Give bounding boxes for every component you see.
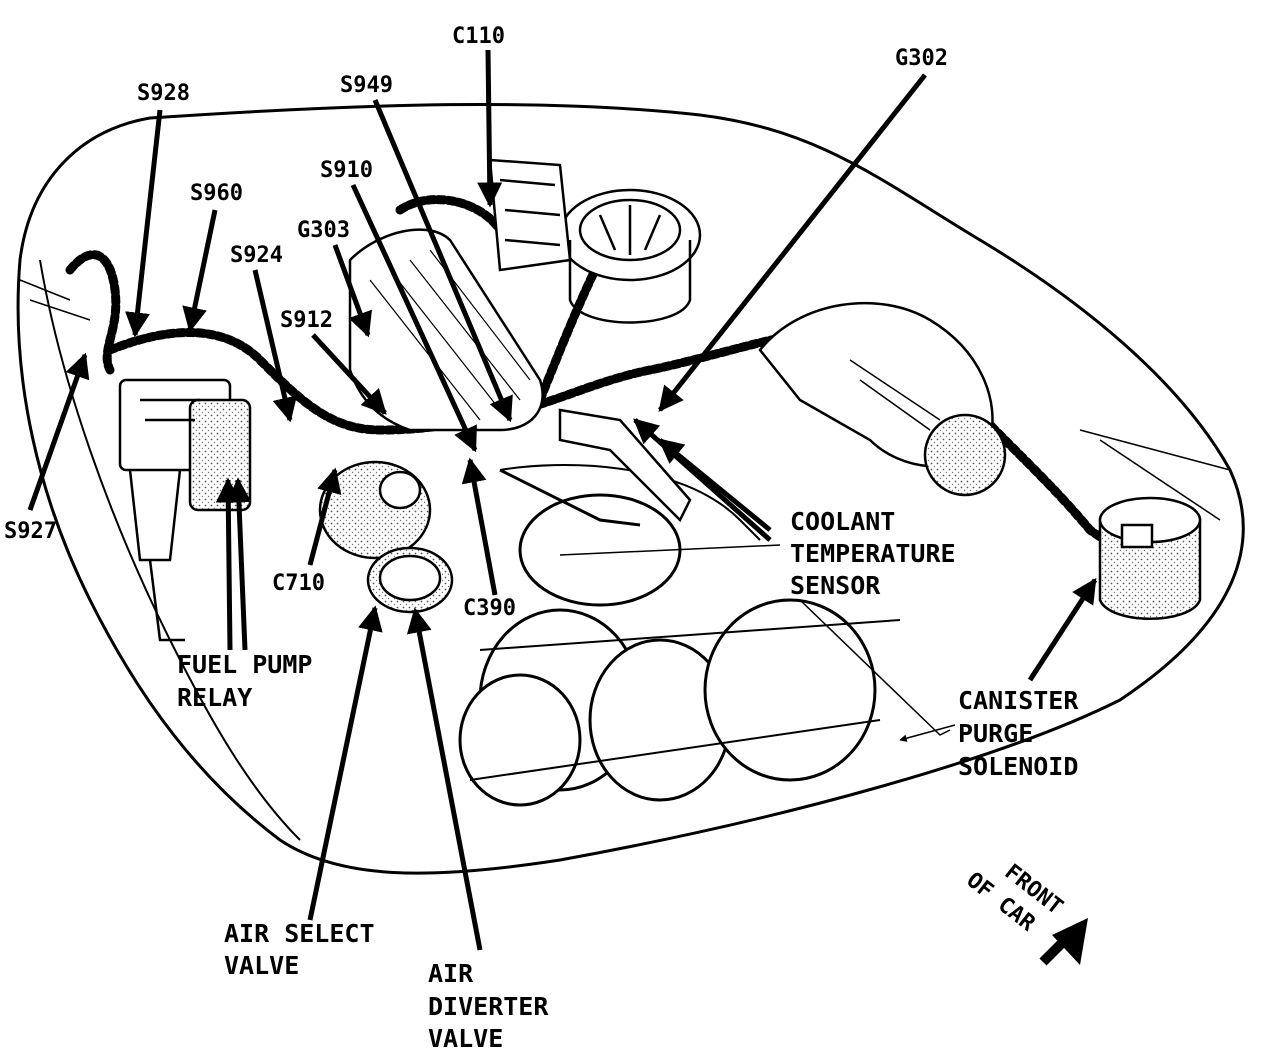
arrow-air-diverter <box>406 607 483 951</box>
thin-leaders <box>559 544 956 742</box>
arrow-s960 <box>182 209 218 333</box>
rear-lines <box>19 279 1231 521</box>
label-air-diverter-valve: AIR DIVERTER VALVE <box>428 959 563 1050</box>
label-s960: S960 <box>190 181 243 206</box>
arrow-s949 <box>372 99 513 423</box>
air-pump-assembly <box>318 460 454 614</box>
arrow-s912 <box>311 333 387 415</box>
charcoal-canister <box>1098 496 1202 620</box>
label-g303: G303 <box>297 218 350 243</box>
sensor-bracket <box>499 408 692 527</box>
arrow-relay-2 <box>226 477 252 651</box>
arrow-s928 <box>125 109 163 338</box>
label-s949: S949 <box>340 73 393 98</box>
arrow-air-select <box>307 605 383 921</box>
arrow-canister <box>1027 577 1098 682</box>
arrow-relay-1 <box>215 477 241 651</box>
leader-arrows <box>27 49 1098 951</box>
arrow-g302 <box>658 73 927 412</box>
arrow-coolant-2 <box>633 418 772 542</box>
wiring-harness <box>65 195 1155 550</box>
arrow-s910 <box>350 183 478 453</box>
label-s912: S912 <box>280 308 333 333</box>
label-s910: S910 <box>320 158 373 183</box>
arrow-s924 <box>252 269 298 423</box>
label-s927: S927 <box>4 519 57 544</box>
arrow-g303 <box>332 244 372 338</box>
label-air-select-valve: AIR SELECT VALVE <box>224 919 390 980</box>
arrow-c710 <box>307 467 342 566</box>
label-s924: S924 <box>230 243 283 268</box>
arrow-coolant-1 <box>658 438 772 532</box>
accessory-pulleys <box>458 464 901 807</box>
arrow-c390 <box>461 457 498 596</box>
label-g302: G302 <box>895 46 948 71</box>
label-fuel-pump-relay: FUEL PUMP RELAY <box>177 650 328 712</box>
label-s928: S928 <box>137 81 190 106</box>
compartment-outline <box>16 103 1245 875</box>
distributor <box>558 188 702 324</box>
throttle-body <box>488 158 572 272</box>
label-canister-purge-solenoid: CANISTER PURGE SOLENOID <box>958 686 1093 781</box>
label-coolant-temperature-sensor: COOLANT TEMPERATURE SENSOR <box>790 507 971 600</box>
air-cleaner-duct <box>758 301 1007 497</box>
arrow-c110 <box>477 49 503 208</box>
label-front-of-car: FRONT OF CAR <box>962 860 1068 937</box>
label-c110: C110 <box>452 24 505 49</box>
arrow-s927 <box>27 352 90 511</box>
front-of-car-arrow <box>1039 918 1088 966</box>
label-c390: C390 <box>463 596 516 621</box>
label-c710: C710 <box>272 571 325 596</box>
